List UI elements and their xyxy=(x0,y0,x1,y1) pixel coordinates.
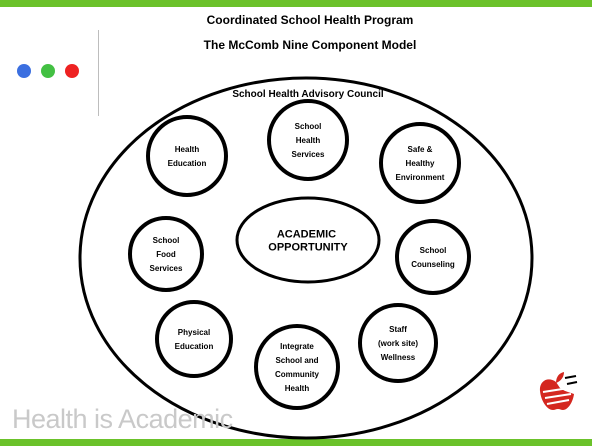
page-subtitle: The McComb Nine Component Model xyxy=(203,38,417,52)
center-label-line: OPPORTUNITY xyxy=(268,242,348,254)
component-label-line: Health xyxy=(175,145,200,154)
component-label-line: Wellness xyxy=(381,353,416,362)
component-label-line: School xyxy=(420,246,447,255)
component-label-line: Services xyxy=(292,150,325,159)
component-label-line: Food xyxy=(156,250,176,259)
apple-icon xyxy=(539,372,578,410)
component-staff-wellness: Staff (work site) Wellness xyxy=(358,303,438,383)
red-dot xyxy=(65,64,79,78)
component-label-line: Safe & xyxy=(408,145,433,154)
green-dot xyxy=(41,64,55,78)
component-label-line: Counseling xyxy=(411,260,455,269)
component-label-line: Services xyxy=(150,264,183,273)
center-label: ACADEMIC OPPORTUNITY xyxy=(268,229,348,254)
page-title: Coordinated School Health Program xyxy=(206,13,414,27)
component-label-line: Education xyxy=(168,159,207,168)
advisory-council-label: School Health Advisory Council xyxy=(232,89,384,100)
health-is-academic-watermark: Health is Academic xyxy=(12,404,233,434)
center-ellipse xyxy=(235,196,381,284)
component-circle xyxy=(146,115,228,197)
component-label-line: Physical xyxy=(178,328,210,337)
component-label: Staff (work site) Wellness xyxy=(378,325,418,362)
component-label-line: School and xyxy=(275,356,318,365)
component-label-line: Integrate xyxy=(280,342,314,351)
component-circle xyxy=(128,216,204,292)
component-label-line: Environment xyxy=(396,173,445,182)
component-label-line: Health xyxy=(296,136,321,145)
component-label-line: Healthy xyxy=(406,159,435,168)
top-accent-bar xyxy=(0,0,592,7)
component-label-line: School xyxy=(295,122,322,131)
component-circle xyxy=(379,122,461,204)
component-circle xyxy=(267,99,349,181)
component-label-line: Health xyxy=(285,384,310,393)
blue-dot xyxy=(17,64,31,78)
component-label-line: Education xyxy=(175,342,214,351)
component-label-line: Community xyxy=(275,370,320,379)
center-label-line: ACADEMIC xyxy=(277,229,336,241)
component-label-line: (work site) xyxy=(378,339,418,348)
component-circle xyxy=(358,303,438,383)
component-label-line: School xyxy=(153,236,180,245)
divider-line xyxy=(98,30,99,116)
advisory-council-ellipse xyxy=(78,76,534,440)
component-label-line: Staff xyxy=(389,325,407,334)
component-circle xyxy=(254,324,340,410)
component-circle xyxy=(155,300,233,378)
component-circle xyxy=(395,219,471,295)
bottom-accent-bar xyxy=(0,439,592,446)
